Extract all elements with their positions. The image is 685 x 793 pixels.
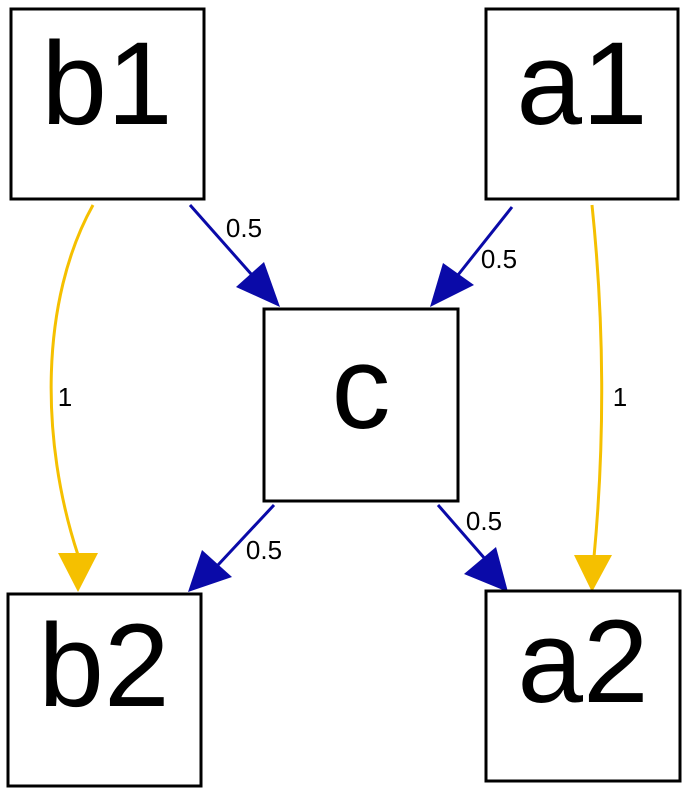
node-a1: a1 xyxy=(484,7,680,201)
node-label-b2: b2 xyxy=(38,600,169,732)
node-a2: a2 xyxy=(484,589,682,783)
node-c: c xyxy=(262,307,460,503)
edge-label-c-a2: 0.5 xyxy=(466,506,502,536)
edge-label-c-b2: 0.5 xyxy=(246,535,282,565)
edge-b1-b2 xyxy=(49,204,98,592)
node-label-a2: a2 xyxy=(517,596,648,728)
edge-label-a1-c: 0.5 xyxy=(481,244,517,274)
edge-label-b1-b2: 1 xyxy=(58,382,72,412)
edge-a1-c xyxy=(430,206,514,307)
edge-label-b1-c: 0.5 xyxy=(226,213,262,243)
edge-a1-a2 xyxy=(574,204,612,592)
node-b2: b2 xyxy=(6,592,203,788)
edge-label-a1-a2: 1 xyxy=(613,382,627,412)
node-label-b1: b1 xyxy=(41,18,172,150)
node-label-a1: a1 xyxy=(516,18,647,150)
edge-c-b2 xyxy=(188,503,276,592)
node-label-c: c xyxy=(332,322,391,454)
edge-c-a2 xyxy=(436,504,508,592)
node-b1: b1 xyxy=(9,7,206,201)
edge-b1-c xyxy=(188,204,280,307)
